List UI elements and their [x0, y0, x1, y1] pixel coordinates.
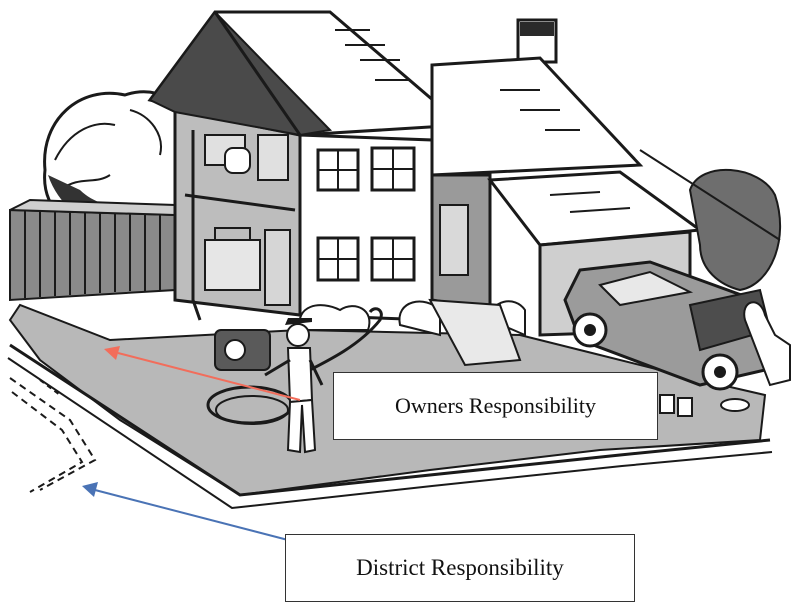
right-hedge [639, 149, 782, 292]
fence [9, 198, 176, 302]
district-responsibility-text: District Responsibility [356, 555, 564, 580]
owners-responsibility-text: Owners Responsibility [394, 393, 597, 418]
worker-with-hose [206, 307, 383, 454]
main-house [147, 10, 466, 322]
district-responsibility-label: District Responsibility [285, 534, 635, 602]
district-arrow [82, 482, 289, 541]
owners-arrow [104, 346, 301, 401]
front-shrubs [298, 298, 526, 367]
water-service-line [9, 377, 97, 493]
car [563, 260, 791, 417]
owners-responsibility-label: Owners Responsibility [333, 372, 658, 440]
